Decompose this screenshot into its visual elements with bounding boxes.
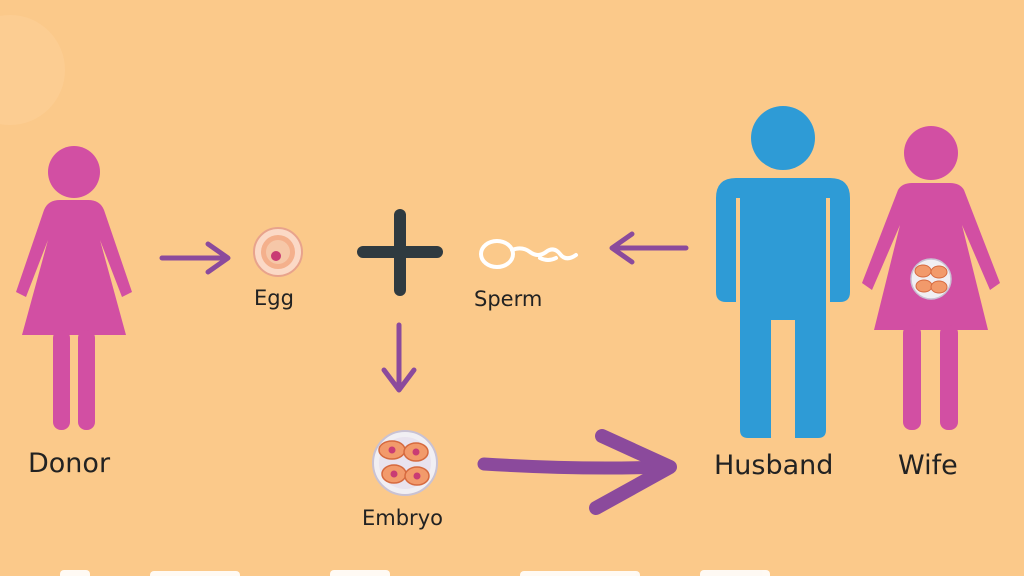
sperm-cell-icon	[479, 239, 578, 269]
sperm-label: Sperm	[474, 287, 543, 311]
embryo-label: Embryo	[362, 506, 443, 530]
egg-label: Egg	[254, 286, 294, 310]
husband-man-icon	[716, 106, 850, 438]
arrow-husband-to-sperm	[609, 231, 689, 265]
wife-label: Wife	[898, 450, 958, 481]
husband-label: Husband	[714, 450, 834, 481]
egg-cell-icon	[253, 227, 303, 277]
embryo-in-wife-icon	[910, 258, 952, 300]
embryo-icon	[372, 430, 438, 496]
donor-label: Donor	[28, 448, 111, 479]
cropped-bottom-text-fragment	[60, 570, 770, 576]
arrow-embryo-to-couple	[477, 429, 677, 515]
arrow-donor-to-egg	[159, 241, 231, 275]
background-decoration	[0, 15, 65, 125]
wife-pregnant-woman-icon	[862, 126, 1000, 430]
donor-woman-icon	[16, 146, 132, 430]
arrow-down-to-embryo	[381, 322, 417, 393]
plus-icon	[357, 209, 443, 296]
